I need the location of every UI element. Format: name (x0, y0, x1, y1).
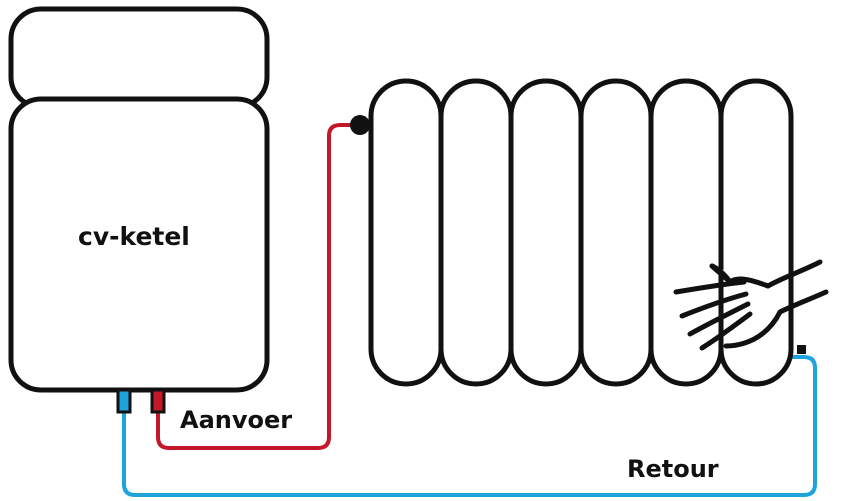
radiator-column (368, 78, 444, 387)
supply-label: Aanvoer (180, 406, 293, 434)
boiler-top-section (8, 6, 270, 110)
supply-pipe (156, 123, 388, 450)
supply-outlet (150, 388, 166, 414)
return-label: Retour (627, 455, 719, 483)
boiler (8, 6, 270, 414)
return-pipe (122, 355, 817, 497)
return-connector (797, 345, 806, 354)
radiator-column (438, 78, 514, 387)
boiler-main-body (8, 96, 270, 393)
radiator-valve (350, 115, 370, 135)
radiator-column (648, 78, 724, 387)
radiator-column (508, 78, 584, 387)
radiator-column (578, 78, 654, 387)
boiler-label: cv-ketel (78, 222, 190, 251)
hand-icon (673, 259, 829, 351)
return-outlet (116, 388, 132, 414)
radiator (368, 78, 794, 387)
